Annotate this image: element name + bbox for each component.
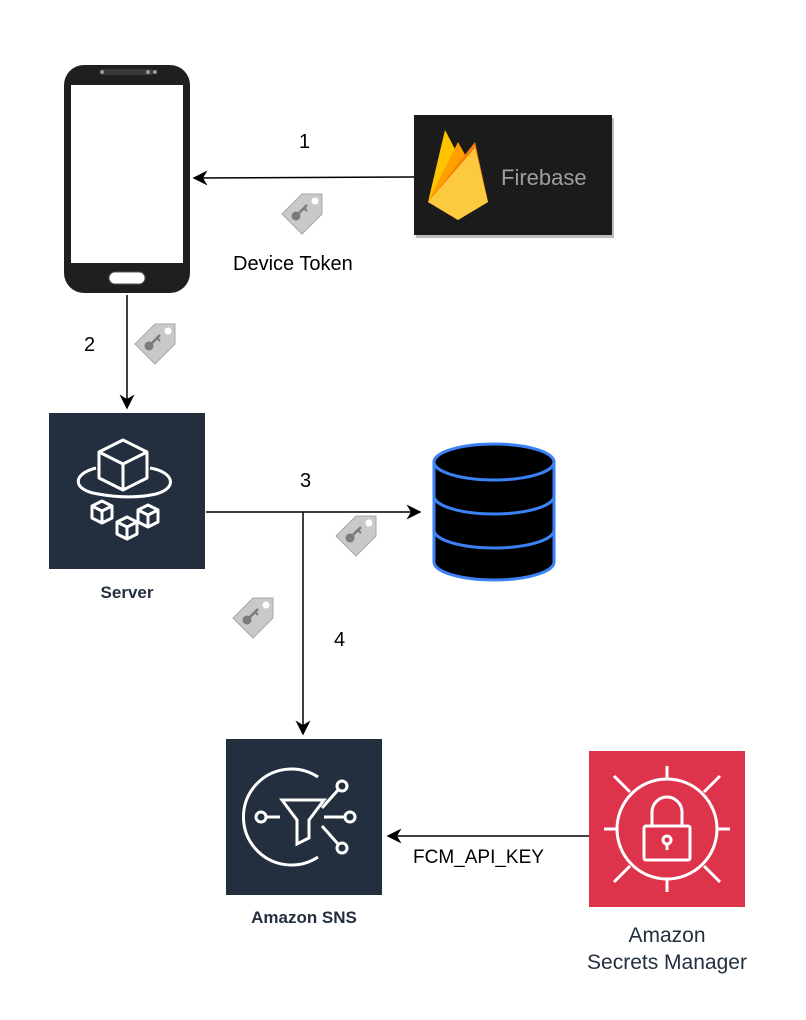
- database-icon: [432, 442, 556, 582]
- edge-firebase-to-phone: [192, 170, 415, 186]
- server-label: Server: [100, 583, 154, 602]
- key-tag-icon: [133, 322, 177, 366]
- sns-topic-icon: [226, 739, 382, 895]
- key-tag-icon: [231, 596, 275, 640]
- device-token-label: Device Token: [233, 253, 353, 275]
- key-tag-icon: [334, 514, 378, 558]
- smartphone-icon: [64, 65, 190, 293]
- key-tag-icon: [280, 192, 324, 236]
- firebase-flame-icon: [428, 130, 488, 220]
- secrets-label-line2: Secrets Manager: [587, 951, 747, 974]
- secrets-manager-label: Amazon Secrets Manager: [557, 922, 777, 976]
- secrets-label-line1: Amazon: [628, 924, 706, 947]
- step-4-number: 4: [334, 629, 346, 651]
- firebase-label: Firebase: [501, 165, 587, 190]
- step-2-number: 2: [84, 334, 96, 356]
- firebase-logo: [414, 115, 614, 238]
- secrets-lock-icon: [589, 751, 745, 907]
- server-icon: [49, 413, 205, 569]
- sns-label: Amazon SNS: [251, 908, 357, 927]
- step-3-number: 3: [300, 470, 312, 492]
- step-1-number: 1: [299, 131, 311, 153]
- fcm-api-key-label: FCM_API_KEY: [413, 847, 544, 868]
